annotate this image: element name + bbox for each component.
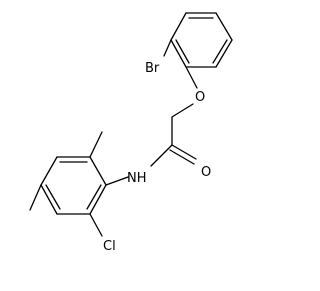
chlorine-label: Cl (103, 239, 116, 254)
bond-n-ring (105, 176, 129, 186)
bond-carbonyl-double (169, 149, 195, 165)
bond-o-ch2 (171, 103, 194, 118)
bond (170, 12, 187, 41)
bond (40, 156, 58, 186)
ether-oxygen-label: O (195, 90, 205, 105)
bond (89, 184, 107, 215)
bond (215, 39, 233, 68)
bond-c-cl (89, 213, 103, 237)
bond (89, 156, 107, 186)
bond (40, 184, 58, 215)
bond (212, 39, 228, 64)
bond-c-o (185, 66, 198, 89)
carbonyl-oxygen-label: O (201, 165, 211, 180)
bond-methyl-lower (29, 184, 42, 211)
bond (215, 12, 233, 41)
structure-canvas: Br O O NH Cl (29, 12, 233, 254)
chlorophenyl-ring (40, 156, 107, 215)
chemical-structure: Br O O NH Cl (29, 12, 233, 254)
bond (175, 39, 190, 64)
bond (170, 39, 187, 68)
bond-carbonyl-n (150, 144, 173, 167)
bond-carbonyl-double (171, 144, 197, 160)
amide-nh-label: NH (127, 171, 147, 186)
bond-methyl-upper (89, 131, 103, 158)
bond-c-br (163, 39, 172, 57)
bromine-label: Br (145, 61, 160, 76)
bond (45, 184, 61, 210)
bromophenyl-ring (170, 12, 233, 68)
bond (86, 184, 102, 210)
